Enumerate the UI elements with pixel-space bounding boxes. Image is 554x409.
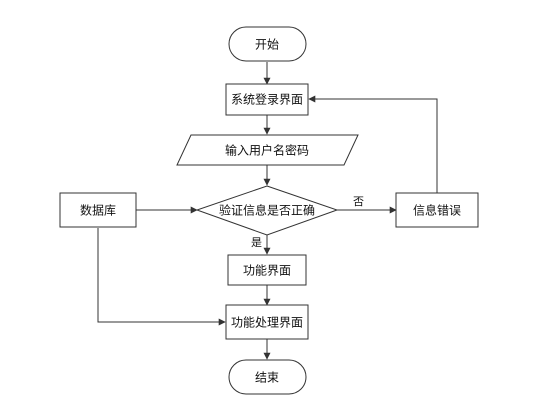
node-start: 开始 — [228, 26, 307, 62]
node-login: 系统登录界面 — [225, 83, 309, 116]
node-verify: 验证信息是否正确 — [195, 185, 339, 236]
node-input-label: 输入用户名密码 — [225, 143, 309, 158]
edges — [97, 62, 438, 360]
edge-error-to-login — [308, 95, 438, 193]
node-function-process-label: 功能处理界面 — [231, 316, 303, 330]
node-database-label: 数据库 — [80, 203, 116, 218]
edge-label-yes: 是 — [251, 236, 262, 249]
node-database: 数据库 — [59, 192, 137, 228]
node-start-label: 开始 — [255, 38, 279, 52]
node-function-process: 功能处理界面 — [225, 304, 309, 340]
node-function-ui-label: 功能界面 — [243, 264, 291, 278]
edge-label-no: 否 — [353, 195, 364, 208]
node-verify-label: 验证信息是否正确 — [219, 203, 315, 218]
node-end: 结束 — [228, 359, 307, 395]
node-error-label: 信息错误 — [413, 203, 461, 218]
node-error: 信息错误 — [395, 192, 479, 228]
node-end-label: 结束 — [255, 371, 279, 385]
edge-database-to-function-process — [97, 228, 226, 326]
node-input: 输入用户名密码 — [176, 134, 359, 166]
node-function-ui: 功能界面 — [227, 254, 307, 286]
node-login-label: 系统登录界面 — [231, 92, 303, 107]
